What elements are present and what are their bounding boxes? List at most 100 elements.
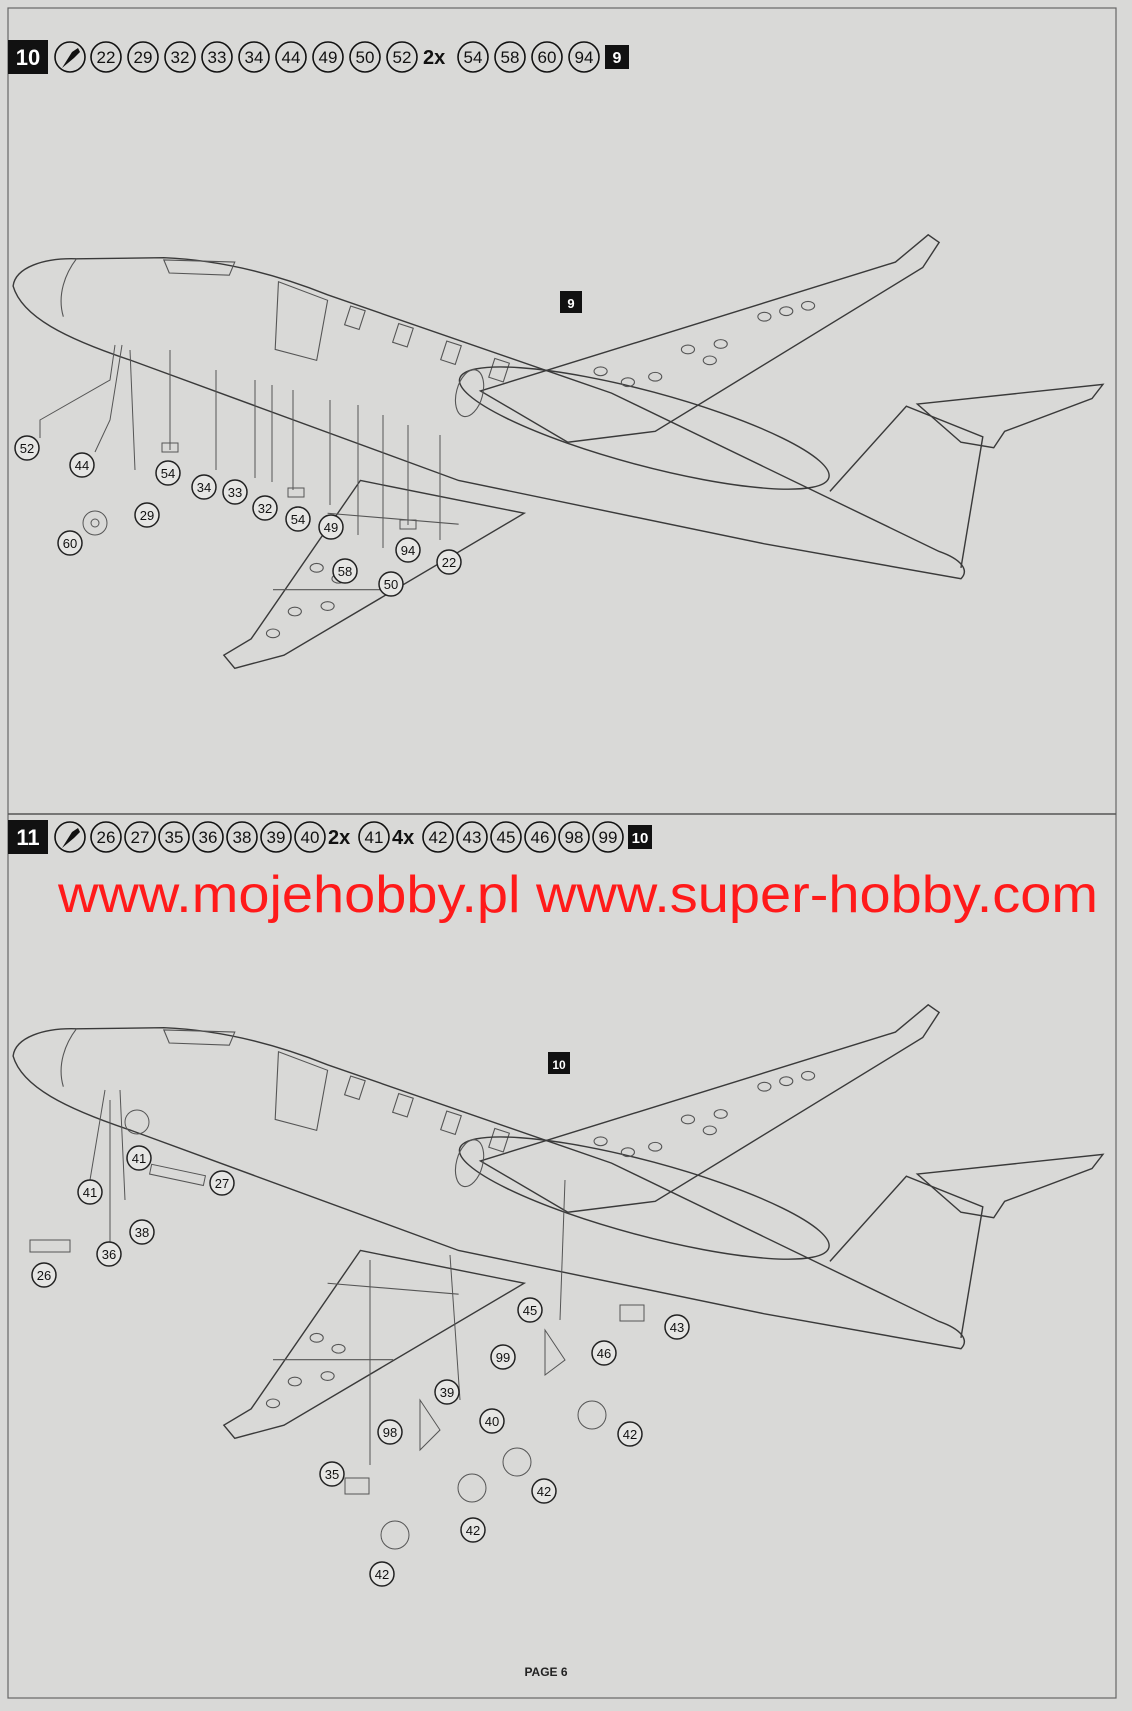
part-number: 45 — [497, 828, 516, 847]
part-number: 34 — [197, 480, 211, 495]
part-number: 94 — [401, 543, 415, 558]
part-number-circle: 46 — [524, 821, 556, 853]
part-number: 54 — [161, 466, 175, 481]
part-number-circle: 99 — [592, 821, 624, 853]
part-number: 44 — [282, 48, 301, 67]
part-number-circle: 45 — [490, 821, 522, 853]
part-callout: 42 — [531, 1478, 557, 1504]
part-number: 33 — [208, 48, 227, 67]
part-number-circle: 38 — [226, 821, 258, 853]
part-number-circle: 50 — [349, 41, 381, 73]
part-callout: 58 — [332, 558, 358, 584]
part-callout: 46 — [591, 1340, 617, 1366]
part-callout: 45 — [517, 1297, 543, 1323]
part-callout: 50 — [378, 571, 404, 597]
part-number: 49 — [324, 520, 338, 535]
part-number-circle: 54 — [457, 41, 489, 73]
part-callout: 26 — [31, 1262, 57, 1288]
part-callout: 43 — [664, 1314, 690, 1340]
part-number-circle: 40 — [294, 821, 326, 853]
part-number: 42 — [429, 828, 448, 847]
part-callout: 22 — [436, 549, 462, 575]
part-number-circle: 29 — [127, 41, 159, 73]
part-callout: 54 — [285, 506, 311, 532]
page-number: PAGE 6 — [524, 1665, 567, 1679]
part-number-circle: 34 — [238, 41, 270, 73]
part-callout: 27 — [209, 1170, 235, 1196]
part-callout: 39 — [434, 1379, 460, 1405]
part-callout: 34 — [191, 474, 217, 500]
part-callout: 44 — [69, 452, 95, 478]
glue-icon — [54, 821, 86, 853]
part-number-circle: 43 — [456, 821, 488, 853]
part-number-circle: 36 — [192, 821, 224, 853]
part-number: 44 — [75, 458, 89, 473]
part-callout: 38 — [129, 1219, 155, 1245]
part-callout: 60 — [57, 530, 83, 556]
glue-icon — [54, 41, 86, 73]
assembly-leaders-11 — [29, 1089, 645, 1550]
step-number-box — [8, 820, 48, 854]
part-number: 49 — [319, 48, 338, 67]
reference-step-number: 10 — [632, 830, 649, 847]
reference-step-box — [628, 825, 652, 849]
step-number: 10 — [16, 45, 40, 70]
part-number-circle: 49 — [312, 41, 344, 73]
reference-step-box — [605, 45, 629, 69]
part-number-circle: 52 — [386, 41, 418, 73]
part-number: 58 — [501, 48, 520, 67]
part-callout: 32 — [252, 495, 278, 521]
reference-step-box — [560, 291, 582, 313]
part-number: 26 — [97, 828, 116, 847]
part-number: 26 — [37, 1268, 51, 1283]
part-number-circle: 26 — [90, 821, 122, 853]
part-number: 35 — [165, 828, 184, 847]
watermark-text: www.mojehobby.pl www.super-hobby.com — [57, 866, 1098, 924]
reference-step-number: 10 — [552, 1058, 566, 1072]
part-number: 36 — [199, 828, 218, 847]
part-callout: 42 — [369, 1561, 395, 1587]
part-number: 43 — [463, 828, 482, 847]
part-number: 39 — [440, 1385, 454, 1400]
part-number: 43 — [670, 1320, 684, 1335]
part-number: 50 — [356, 48, 375, 67]
part-callout: 54 — [155, 460, 181, 486]
part-callout: 35 — [319, 1461, 345, 1487]
part-callouts-10: 52 44 54 34 33 32 54 49 58 50 94 22 29 60 — [14, 435, 462, 597]
part-callout: 99 — [490, 1344, 516, 1370]
quantity-multiplier: 2x — [423, 47, 445, 69]
part-number: 22 — [97, 48, 116, 67]
part-number: 29 — [140, 508, 154, 523]
part-number: 41 — [83, 1185, 97, 1200]
part-number: 41 — [132, 1151, 146, 1166]
part-number: 33 — [228, 485, 242, 500]
part-number: 42 — [375, 1567, 389, 1582]
part-number: 46 — [597, 1346, 611, 1361]
quantity-multiplier: 4x — [392, 827, 414, 849]
part-callout: 40 — [479, 1408, 505, 1434]
part-number: 36 — [102, 1247, 116, 1262]
part-number-circle: 32 — [164, 41, 196, 73]
assembly-leaders-10 — [39, 344, 441, 548]
part-number: 52 — [20, 441, 34, 456]
part-number: 94 — [575, 48, 594, 67]
part-number: 42 — [537, 1484, 551, 1499]
reference-step-number: 9 — [567, 296, 574, 311]
part-callout: 41 — [77, 1179, 103, 1205]
part-number-circle: 39 — [260, 821, 292, 853]
part-number: 32 — [258, 501, 272, 516]
part-number-circle: 94 — [568, 41, 600, 73]
part-number: 58 — [338, 564, 352, 579]
part-callout: 36 — [96, 1241, 122, 1267]
part-number: 38 — [135, 1225, 149, 1240]
part-callout: 42 — [617, 1421, 643, 1447]
part-number-circle: 58 — [494, 41, 526, 73]
part-number: 60 — [63, 536, 77, 551]
part-number: 29 — [134, 48, 153, 67]
part-number: 98 — [565, 828, 584, 847]
reference-step-number: 9 — [613, 50, 622, 67]
part-number: 35 — [325, 1467, 339, 1482]
step-number-box — [8, 40, 48, 74]
part-number: 54 — [291, 512, 305, 527]
